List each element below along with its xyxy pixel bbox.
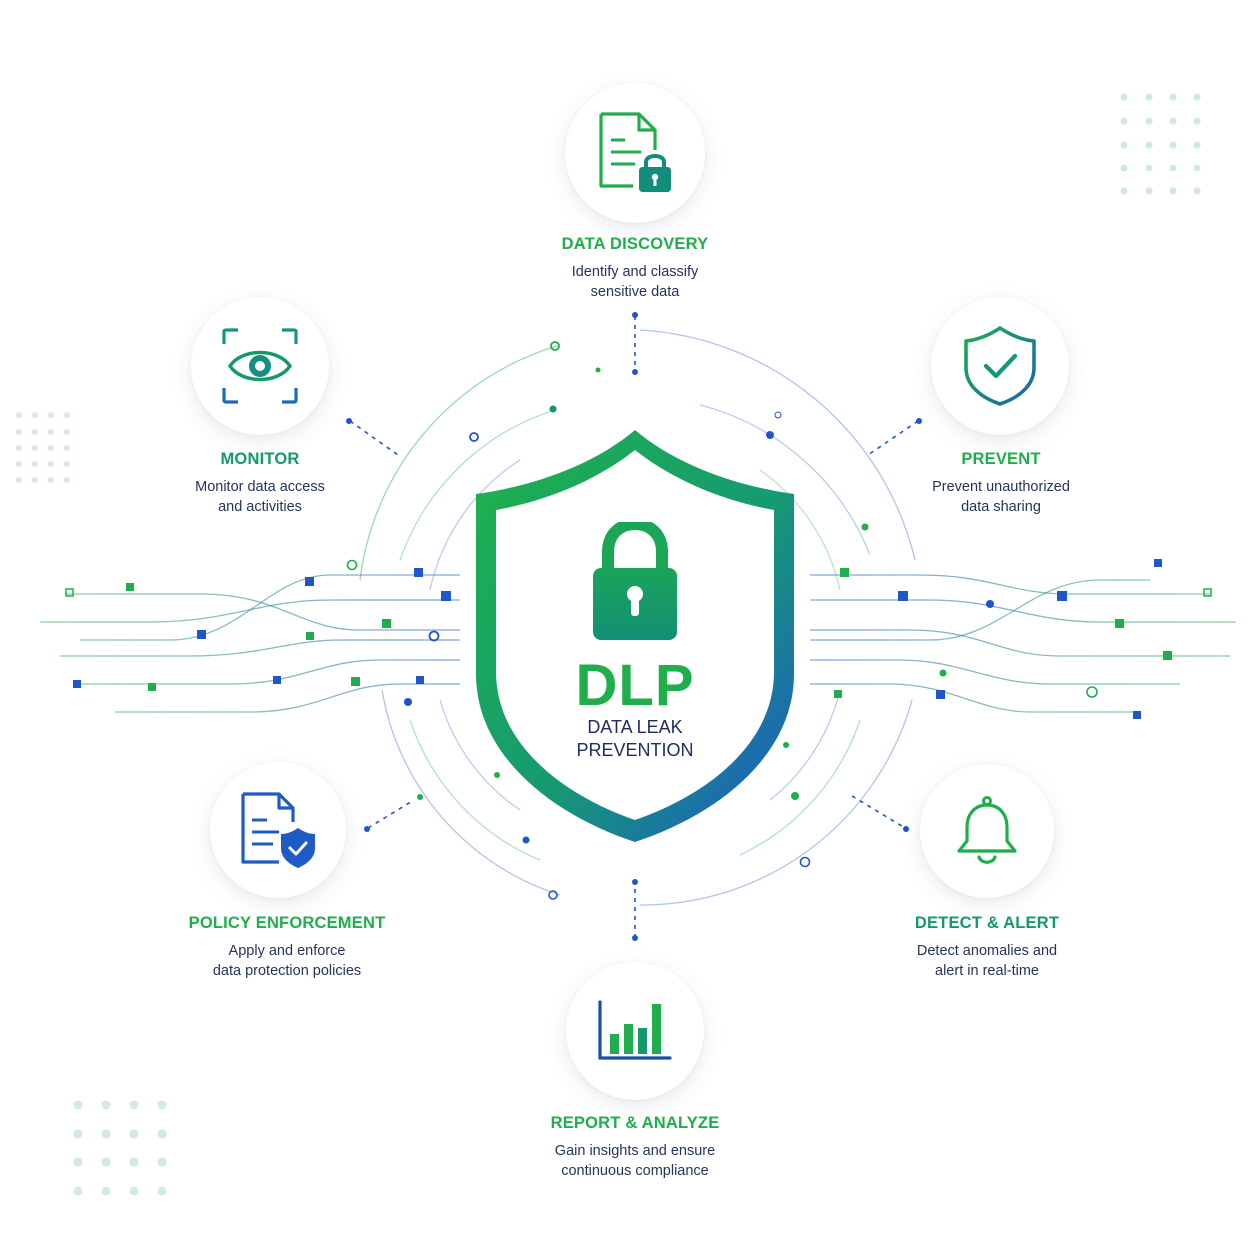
data-streams-left <box>40 574 460 713</box>
node-prevent-label: PREVENT Prevent unauthorized data sharin… <box>841 450 1161 517</box>
node-report-analyze-label: REPORT & ANALYZE Gain insights and ensur… <box>475 1114 795 1181</box>
node-title: POLICY ENFORCEMENT <box>188 914 386 932</box>
node-prevent-circle <box>931 297 1069 435</box>
orbit-arcs <box>359 329 916 906</box>
document-lock-icon <box>599 112 671 192</box>
node-description: Monitor data access and activities <box>195 479 325 515</box>
node-detect-alert-circle <box>920 764 1054 898</box>
dot-grid-bottom-left <box>73 1100 167 1196</box>
node-title: DATA DISCOVERY <box>561 235 709 253</box>
padlock-icon <box>590 517 680 647</box>
data-streams-right <box>810 574 1236 713</box>
node-data-discovery-label: DATA DISCOVERY Identify and classify sen… <box>475 235 795 302</box>
node-title: DETECT & ALERT <box>914 914 1060 932</box>
dot-grid-left <box>16 412 70 483</box>
data-particles <box>65 341 1212 900</box>
center-subtitle: DATA LEAK PREVENTION <box>576 717 694 760</box>
bell-icon <box>957 796 1017 864</box>
shield-check-icon <box>964 326 1036 406</box>
eye-scan-icon <box>222 328 298 404</box>
center-title: DLP <box>575 653 695 718</box>
node-monitor-circle <box>191 297 329 435</box>
connector-lines <box>349 316 919 938</box>
bar-chart-icon <box>598 1000 672 1060</box>
node-report-analyze-circle <box>566 962 704 1100</box>
node-description: Detect anomalies and alert in real-time <box>916 943 1058 979</box>
node-title: PREVENT <box>961 450 1041 468</box>
node-description: Gain insights and ensure continuous comp… <box>554 1143 716 1179</box>
node-description: Identify and classify sensitive data <box>571 264 699 300</box>
node-policy-enforcement-label: POLICY ENFORCEMENT Apply and enforce dat… <box>127 914 447 981</box>
node-description: Apply and enforce data protection polici… <box>212 943 362 979</box>
dot-grid-top-right <box>1120 93 1201 195</box>
node-detect-alert-label: DETECT & ALERT Detect anomalies and aler… <box>827 914 1147 981</box>
node-policy-enforcement-circle <box>210 762 346 898</box>
node-data-discovery-circle <box>565 83 705 223</box>
node-monitor-label: MONITOR Monitor data access and activiti… <box>100 450 420 517</box>
node-title: MONITOR <box>220 450 300 468</box>
policy-document-icon <box>241 792 315 868</box>
connector-endpoints <box>346 312 922 941</box>
node-title: REPORT & ANALYZE <box>550 1114 720 1132</box>
node-description: Prevent unauthorized data sharing <box>932 479 1070 515</box>
